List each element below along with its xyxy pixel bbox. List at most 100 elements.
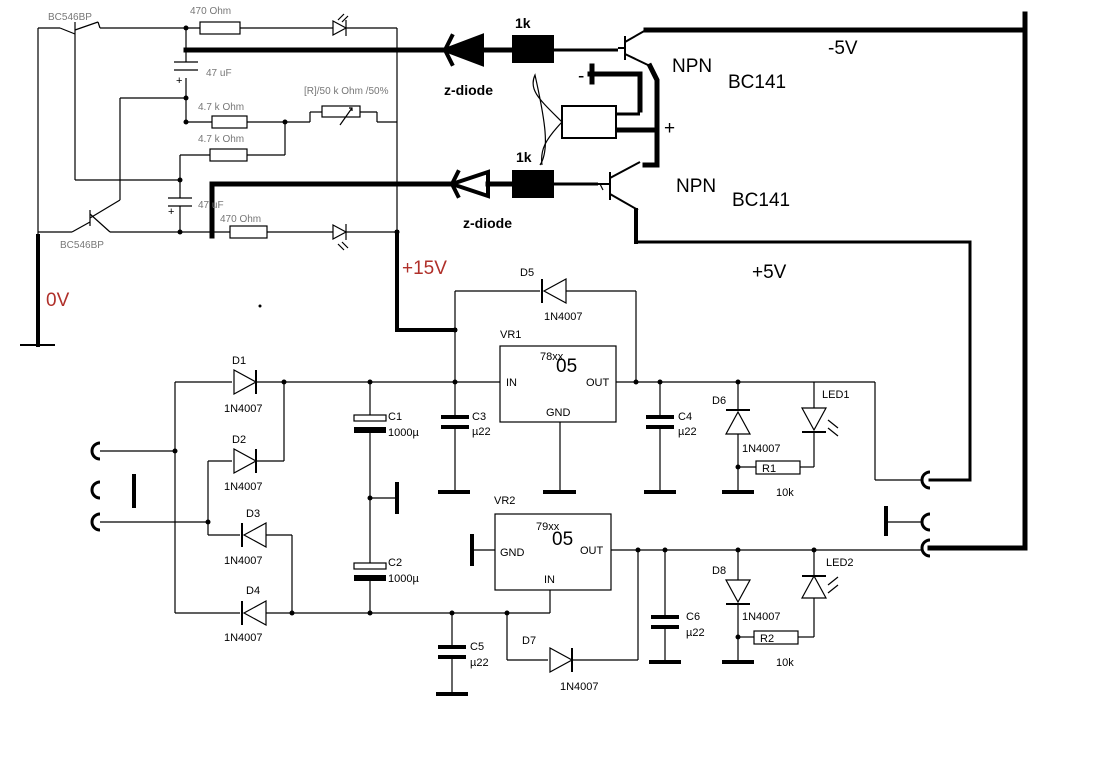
transistor-bc141-bottom: [598, 161, 641, 211]
capacitor-c4: [646, 415, 674, 429]
led2: [800, 574, 828, 599]
diode-d4: [242, 599, 267, 627]
d5-part: 1N4007: [544, 311, 583, 323]
npn-bottom-label: NPN: [676, 176, 716, 197]
q-bottom-label: BC546BP: [60, 240, 104, 251]
pot-label: [R]/50 k Ohm /50%: [304, 86, 389, 97]
capacitor-c5: [438, 645, 466, 659]
r1k-top-label: 1k: [515, 15, 531, 31]
c4-label: C4: [678, 411, 692, 423]
r2-value: 10k: [776, 657, 794, 669]
bc141-bottom-label: BC141: [732, 190, 790, 211]
led2-label: LED2: [826, 557, 854, 569]
resistor-1k-bottom: [512, 170, 554, 198]
bc141-top-label: BC141: [728, 72, 786, 93]
zener-bottom-label: z-diode: [463, 215, 512, 231]
multivibrator-section: [37, 13, 400, 345]
minus-sign-label: -: [578, 66, 584, 87]
capacitor-47uf-bottom: [168, 197, 192, 207]
diode-d5: [542, 277, 567, 305]
r1-label: R1: [762, 463, 776, 475]
c2-label: C2: [388, 557, 402, 569]
npn-top-label: NPN: [672, 56, 712, 77]
plus15v-label: +15V: [402, 258, 447, 279]
resistor-4k7-a: [211, 115, 248, 129]
c6-label: C6: [686, 611, 700, 623]
vr2-gnd: GND: [500, 547, 525, 559]
speaker-cone: [532, 73, 563, 166]
resistor-470-top: [199, 21, 241, 35]
vr1-value: 05: [556, 356, 577, 377]
minus5v-label: -5V: [828, 38, 858, 59]
diode-d3: [242, 521, 267, 549]
c1-value: 1000µ: [388, 427, 419, 439]
q-top-label: BC546BP: [48, 12, 92, 23]
vr1-label: VR1: [500, 329, 521, 341]
d8-part: 1N4007: [742, 611, 781, 623]
labels: BC546BP BC546BP 470 Ohm 470 Ohm 47 uF 47…: [46, 6, 858, 693]
capacitor-c3: [441, 415, 469, 429]
transistor-q-top: [59, 21, 180, 181]
vr2-in: IN: [544, 574, 555, 586]
regulator-vr1: [499, 345, 617, 423]
led1-label: LED1: [822, 389, 850, 401]
c4-value: µ22: [678, 426, 697, 438]
d7-part: 1N4007: [560, 681, 599, 693]
c2-value: 1000µ: [388, 573, 419, 585]
vr2-out: OUT: [580, 545, 604, 557]
d5-label: D5: [520, 267, 534, 279]
r2-label: R2: [760, 633, 774, 645]
d2-part: 1N4007: [224, 481, 263, 493]
d3-part: 1N4007: [224, 555, 263, 567]
zero-volt-label: 0V: [46, 290, 70, 311]
d4-label: D4: [246, 585, 260, 597]
vr1-type: 78xx: [540, 351, 564, 363]
c3-label: C3: [472, 411, 486, 423]
d1-part: 1N4007: [224, 403, 263, 415]
r-4k7-a-label: 4.7 k Ohm: [198, 102, 244, 113]
d2-label: D2: [232, 434, 246, 446]
r-4k7-b-label: 4.7 k Ohm: [198, 134, 244, 145]
transistor-q-bottom: [71, 97, 186, 233]
plus-sign-top: +: [176, 75, 182, 87]
resistor-1k-top: [512, 35, 554, 63]
input-jack: [90, 441, 208, 532]
d8-label: D8: [712, 565, 726, 577]
d1-label: D1: [232, 355, 246, 367]
plus-sign-label: +: [664, 118, 675, 139]
vr2-type: 79xx: [536, 521, 560, 533]
vr1-in: IN: [506, 377, 517, 389]
diode-d2: [233, 447, 258, 475]
led-top: [332, 13, 349, 37]
speaker-coil: [561, 105, 617, 139]
diode-d6: [724, 410, 752, 435]
c-47uf-top-label: 47 uF: [206, 68, 232, 79]
r1k-bottom-label: 1k: [516, 149, 532, 165]
capacitor-c6: [651, 615, 679, 629]
vr2-value: 05: [552, 529, 573, 550]
transistor-bc141-top: [618, 29, 651, 67]
regulator-vr2: [494, 513, 612, 591]
c6-value: µ22: [686, 627, 705, 639]
power-supply-section: [90, 277, 931, 696]
c5-value: µ22: [470, 657, 489, 669]
zener-top-label: z-diode: [444, 82, 493, 98]
led-bottom: [332, 223, 349, 251]
c3-value: µ22: [472, 426, 491, 438]
potentiometer-50k: [321, 105, 361, 118]
r-470-bottom-label: 470 Ohm: [220, 214, 261, 225]
d3-label: D3: [246, 508, 260, 520]
drive-wiring: [20, 11, 1028, 551]
vr2-label: VR2: [494, 495, 515, 507]
zener-diode-bottom: [445, 169, 515, 199]
d6-label: D6: [712, 395, 726, 407]
resistor-4k7-b: [209, 148, 248, 162]
plus-sign-bottom: +: [168, 206, 174, 218]
d7-label: D7: [522, 635, 536, 647]
resistor-470-bottom: [229, 225, 268, 239]
r-470-top-label: 470 Ohm: [190, 6, 231, 17]
d4-part: 1N4007: [224, 632, 263, 644]
diode-d1: [233, 368, 258, 396]
capacitor-c2: [353, 562, 387, 581]
